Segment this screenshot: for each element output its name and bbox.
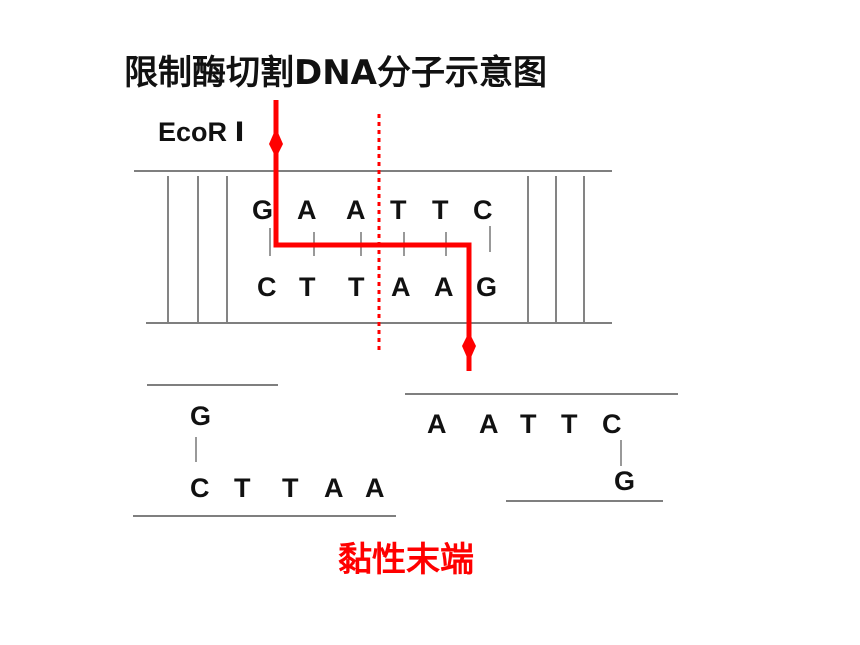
bottom-strand-base: T — [299, 272, 316, 302]
cut-line — [273, 100, 472, 371]
enzyme-cut-path — [269, 100, 476, 371]
left-fragment-top-base: G — [190, 401, 211, 431]
right-fragment-top-base: A — [479, 409, 499, 439]
bottom-strand-base: G — [476, 272, 497, 302]
right-fragment-top-base: T — [561, 409, 578, 439]
left-fragment-bottom-base: T — [234, 473, 251, 503]
right-fragment-top-base: T — [520, 409, 537, 439]
left-fragment-bottom-base: A — [324, 473, 344, 503]
top-strand-base: A — [297, 195, 317, 225]
diagram-title: 限制酶切割DNA分子示意图 — [124, 53, 547, 93]
right-fragment-bottom-base: G — [614, 466, 635, 496]
right-fragment-top-base: C — [602, 409, 622, 439]
bottom-strand-base: T — [348, 272, 365, 302]
cut-arrow-top-icon — [269, 128, 283, 158]
top-strand-base: A — [346, 195, 366, 225]
left-fragment: G C T T A A — [133, 384, 396, 517]
enzyme-label: EcoR Ⅰ — [158, 117, 245, 147]
top-strand-base: C — [473, 195, 493, 225]
bottom-strand-base: A — [434, 272, 454, 302]
bottom-strand-base: A — [391, 272, 411, 302]
cut-arrow-bottom-icon — [462, 332, 476, 362]
left-fragment-bottom-base: A — [365, 473, 385, 503]
bottom-strand-base: C — [257, 272, 277, 302]
sticky-end-label: 黏性末端 — [338, 540, 474, 580]
right-fragment: A A T T C G — [405, 393, 678, 502]
top-strand-base: T — [432, 195, 449, 225]
top-strand-base: G — [252, 195, 273, 225]
left-fragment-bottom-base: T — [282, 473, 299, 503]
left-fragment-bottom-base: C — [190, 473, 210, 503]
right-fragment-top-base: A — [427, 409, 447, 439]
top-strand-base: T — [390, 195, 407, 225]
